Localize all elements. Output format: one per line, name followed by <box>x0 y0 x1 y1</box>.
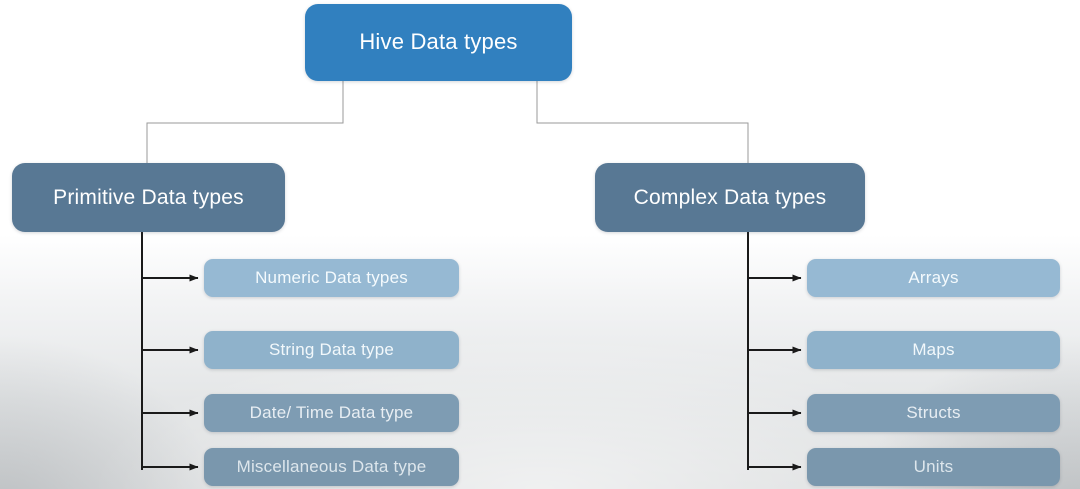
node-string-data-type[interactable]: String Data type <box>204 331 459 369</box>
connector-root-to-primitive <box>146 81 344 164</box>
node-complex-data-types[interactable]: Complex Data types <box>595 163 865 232</box>
node-arrays[interactable]: Arrays <box>807 259 1060 297</box>
connector-root-to-complex <box>536 81 749 163</box>
node-units[interactable]: Units <box>807 448 1060 486</box>
node-miscellaneous-data-type[interactable]: Miscellaneous Data type <box>204 448 459 486</box>
node-maps[interactable]: Maps <box>807 331 1060 369</box>
node-structs[interactable]: Structs <box>807 394 1060 432</box>
node-hive-data-types[interactable]: Hive Data types <box>305 4 572 81</box>
node-date-time-data-type[interactable]: Date/ Time Data type <box>204 394 459 432</box>
node-primitive-data-types[interactable]: Primitive Data types <box>12 163 285 232</box>
node-numeric-data-types[interactable]: Numeric Data types <box>204 259 459 297</box>
